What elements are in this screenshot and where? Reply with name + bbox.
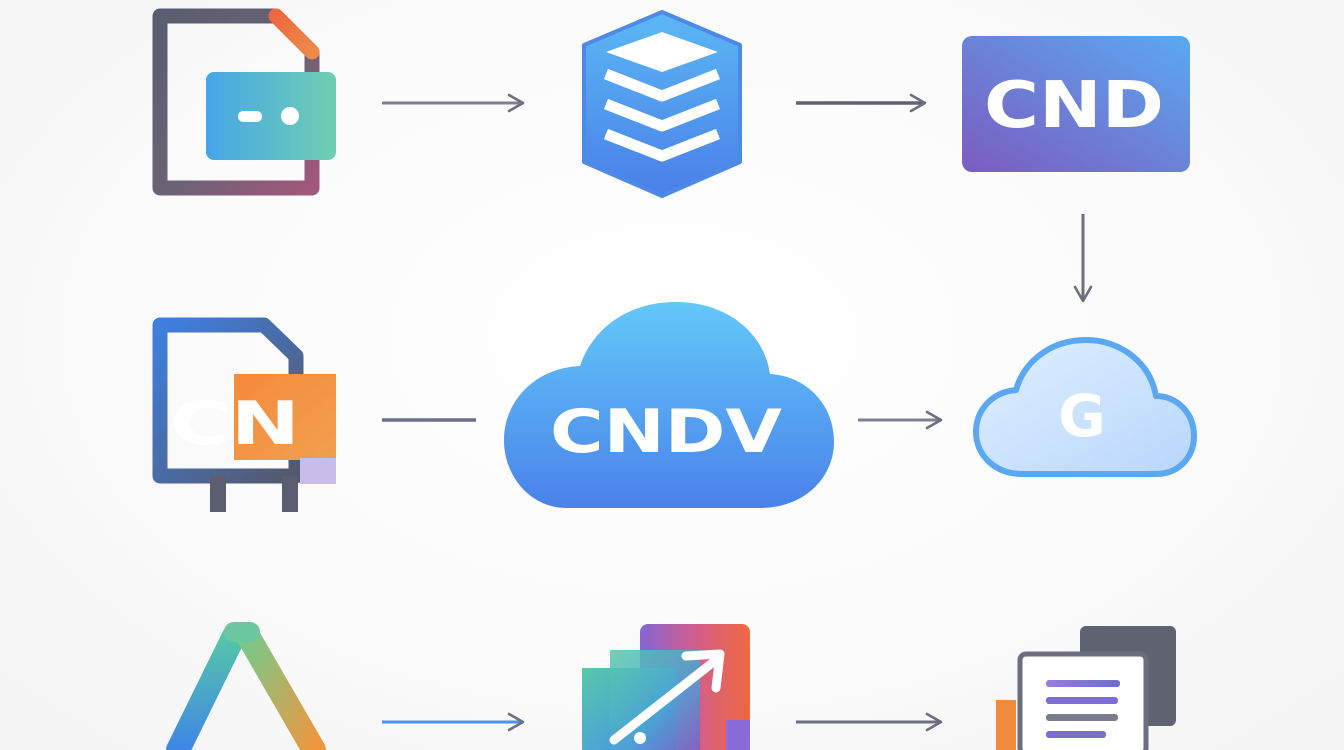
cn-document-icon: CN: [152, 317, 336, 512]
cndv-label: CNDV: [550, 397, 783, 467]
cnd-box-icon: CND: [962, 36, 1190, 172]
g-label: G: [1058, 382, 1106, 450]
chart-growth-icon: [582, 624, 750, 750]
database-stack-icon: [582, 10, 742, 198]
g-cloud-icon: G: [973, 337, 1197, 477]
cn-label: CN: [170, 389, 300, 459]
cndv-cloud-icon: CNDV: [504, 302, 834, 508]
message-document-icon: [996, 626, 1176, 750]
cnd-label: CND: [984, 69, 1164, 143]
triangle-logo-icon: [166, 622, 326, 750]
file-card-icon: [152, 8, 336, 196]
